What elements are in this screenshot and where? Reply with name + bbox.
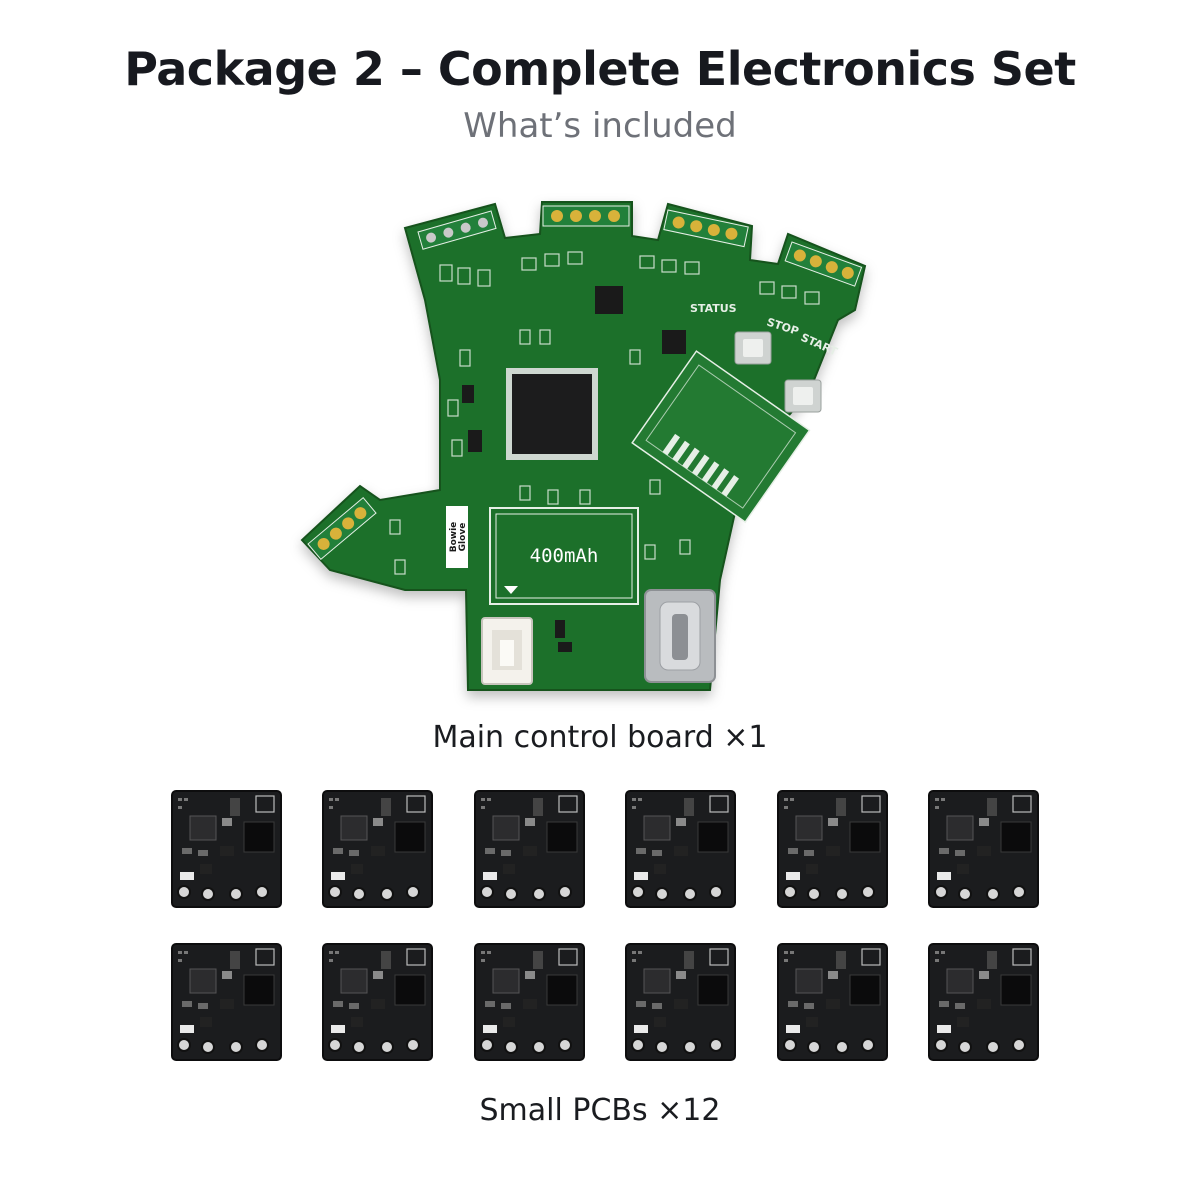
svg-text:Bowie: Bowie: [449, 522, 459, 553]
small-pcbs-caption: Small PCBs ×12: [479, 1093, 721, 1128]
small-pcb: [473, 788, 586, 910]
small-pcb-row: [170, 941, 1040, 1063]
small-pcb: [170, 788, 283, 910]
stop-button: [734, 331, 772, 365]
small-pcb: [321, 941, 434, 1063]
mcu-chip: [506, 368, 598, 460]
main-control-board-image: STATUS STOP START 400mAh Bowie Glove: [290, 190, 880, 710]
page-title: Package 2 – Complete Electronics Set: [124, 42, 1076, 96]
small-pcb: [776, 941, 889, 1063]
brand-label: Bowie Glove: [446, 506, 468, 568]
main-board-caption: Main control board ×1: [432, 720, 768, 755]
small-pcb-row: [170, 788, 1040, 910]
small-pcb-grid: [170, 788, 1040, 1063]
small-pcb: [927, 788, 1040, 910]
memory-card-slot: [631, 350, 811, 524]
battery-area: 400mAh: [489, 507, 639, 605]
small-pcb: [473, 941, 586, 1063]
page-subtitle: What’s included: [463, 106, 737, 146]
small-pcb: [170, 941, 283, 1063]
header-pins: [307, 205, 863, 561]
small-pcb: [624, 941, 737, 1063]
small-pcb: [624, 788, 737, 910]
silkscreen-marks: [389, 251, 820, 575]
small-pcb: [321, 788, 434, 910]
svg-text:Glove: Glove: [458, 523, 468, 552]
small-pcb: [776, 788, 889, 910]
battery-label: 400mAh: [530, 545, 599, 567]
battery-connector: [481, 617, 533, 685]
small-pcb: [927, 941, 1040, 1063]
status-label: STATUS: [690, 302, 737, 315]
usb-c-connector: [644, 589, 716, 683]
start-button: [784, 379, 822, 413]
